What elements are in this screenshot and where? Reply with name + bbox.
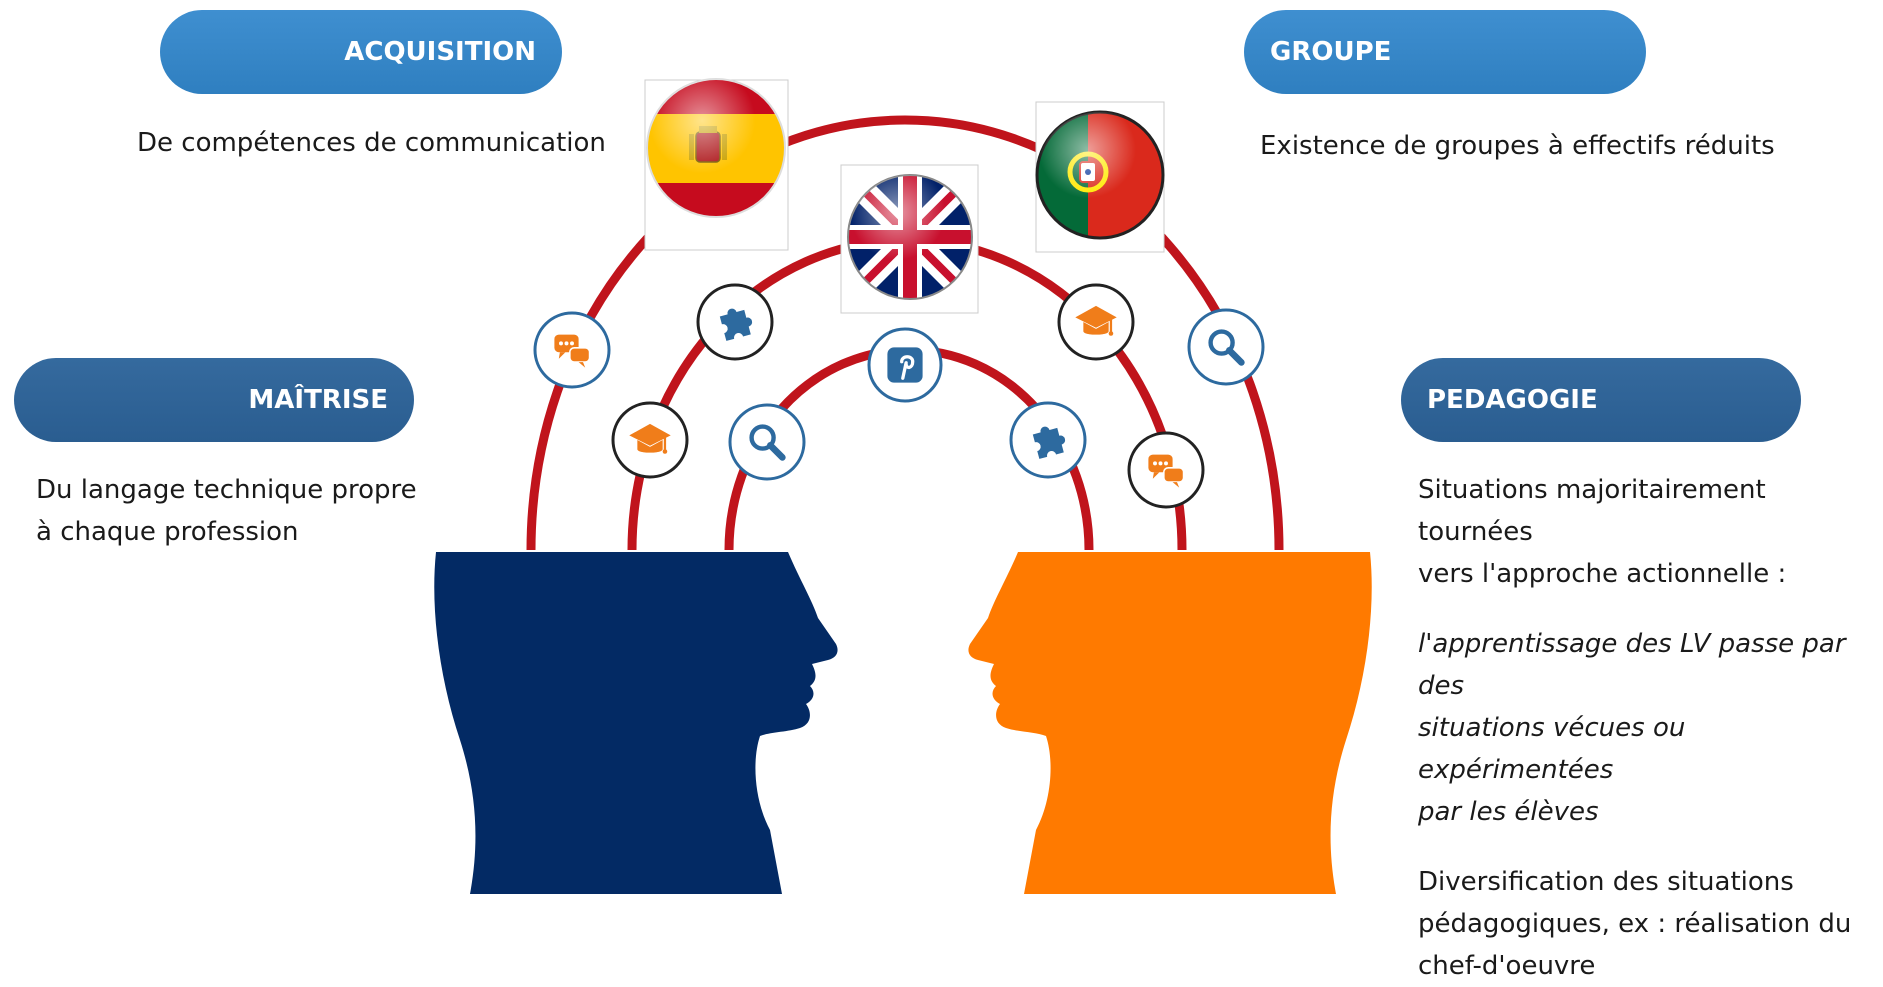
maitrise-header: MAÎTRISE: [14, 358, 414, 442]
heads-languages-illustration: [434, 78, 1372, 894]
pedagogie-header: PEDAGOGIE: [1401, 358, 1801, 442]
maitrise-description: Du langage technique propre à chaque pro…: [36, 475, 417, 547]
groupe-description: Existence de groupes à effectifs réduits: [1260, 131, 1775, 161]
maitrise-title: MAÎTRISE: [248, 385, 388, 415]
spain-flag: [644, 78, 789, 251]
acquisition-header: ACQUISITION: [160, 10, 562, 94]
uk-flag: [840, 164, 979, 314]
pedagogie-title: PEDAGOGIE: [1427, 385, 1598, 415]
acquisition-title: ACQUISITION: [344, 37, 536, 67]
graduation-cap-icon-middle-left: [611, 401, 689, 479]
chat-icon-outer-left: [533, 311, 611, 389]
acquisition-description: De compétences de communication: [137, 128, 606, 158]
magnifier-icon-inner-left: [728, 403, 806, 481]
graduation-cap-icon-middle-right: [1057, 283, 1135, 361]
groupe-header: GROUPE: [1244, 10, 1646, 94]
right-head-silhouette: [968, 552, 1372, 894]
puzzle-icon-middle-left: [696, 283, 774, 361]
left-head-silhouette: [434, 552, 838, 894]
puzzle-icon-inner-right: [1009, 401, 1087, 479]
pinterest-icon-inner-top: [867, 327, 943, 403]
groupe-title: GROUPE: [1270, 37, 1392, 67]
magnifier-icon-outer-right: [1187, 308, 1265, 386]
portugal-flag: [1035, 101, 1165, 253]
chat-icon-middle-right: [1127, 431, 1205, 509]
